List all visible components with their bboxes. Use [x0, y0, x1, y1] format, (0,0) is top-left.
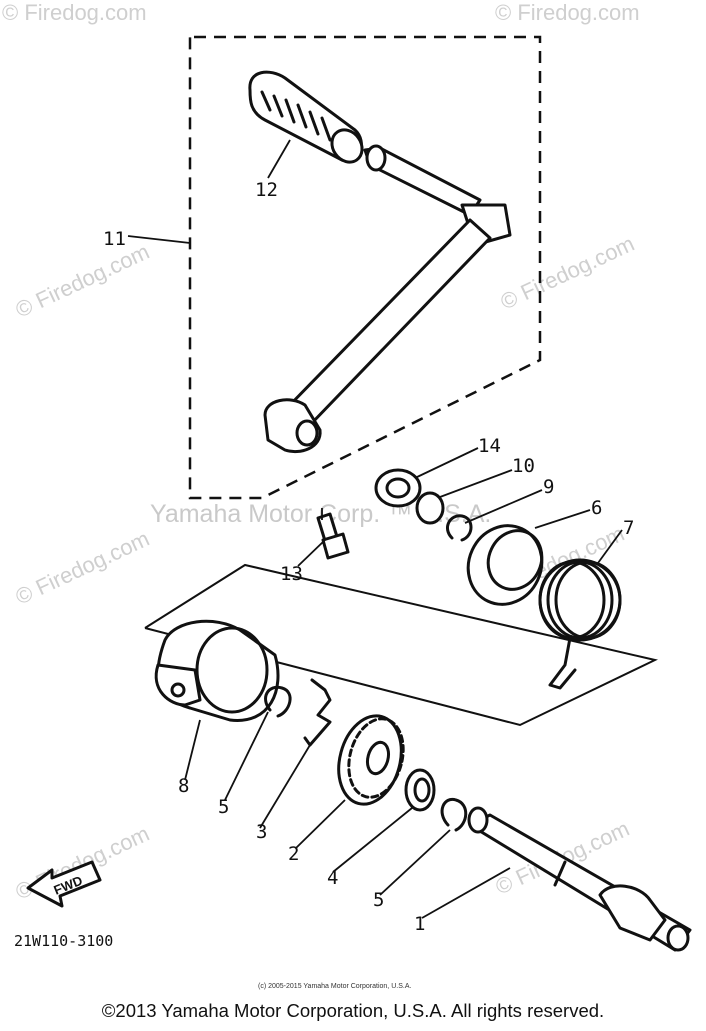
part-6-cover	[466, 524, 544, 606]
callout-13: 13	[280, 563, 303, 585]
callout-10: 10	[512, 455, 535, 477]
callout-6: 6	[591, 497, 602, 519]
callout-2: 2	[288, 843, 299, 865]
part-8-housing	[154, 619, 280, 722]
callout-14: 14	[478, 435, 501, 457]
callout-1: 1	[414, 913, 425, 935]
callout-11: 11	[103, 228, 126, 250]
part-5-circlip-lower	[440, 797, 468, 832]
watermark-top-left: © Firedog.com	[2, 0, 147, 25]
watermark-right: © Firedog.com	[497, 231, 639, 315]
part-2-gear	[337, 714, 405, 806]
callout-8: 8	[178, 775, 189, 797]
part-11-kick-lever	[263, 144, 512, 454]
callout-labels: 11 12 13 14 10 9 6 7 8 5 3 2 4 5 1	[103, 179, 634, 935]
part-14-bearing	[374, 468, 422, 508]
assembly-outline-lower	[144, 563, 658, 727]
callout-5-lower: 5	[373, 889, 384, 911]
watermark-top-right: © Firedog.com	[495, 0, 640, 25]
part-1-shaft	[467, 806, 692, 952]
fwd-arrow: FWD	[26, 860, 102, 908]
callout-12: 12	[255, 179, 278, 201]
part-3-clip	[303, 678, 332, 747]
part-13-bolt	[316, 508, 350, 560]
part-code: 21W110-3100	[14, 932, 113, 950]
footer-copyright: ©2013 Yamaha Motor Corporation, U.S.A. A…	[101, 1000, 605, 1021]
part-7-spring	[538, 558, 622, 690]
callout-4: 4	[327, 867, 338, 889]
small-copyright: (c) 2005-2015 Yamaha Motor Corporation, …	[258, 983, 411, 990]
part-9-circlip	[446, 514, 473, 542]
part-5-circlip-upper	[264, 685, 292, 718]
part-12-grip	[248, 70, 364, 164]
part-4-washer	[404, 768, 436, 812]
callout-7: 7	[623, 517, 634, 539]
leader-lines	[127, 139, 623, 919]
watermark-left: © Firedog.com	[12, 239, 154, 323]
assembly-outline-11	[188, 35, 542, 500]
callout-9: 9	[543, 476, 554, 498]
callout-5-upper: 5	[218, 796, 229, 818]
part-10-washer	[415, 491, 445, 525]
callout-3: 3	[256, 821, 267, 843]
watermark-mid-left: © Firedog.com	[12, 526, 154, 610]
